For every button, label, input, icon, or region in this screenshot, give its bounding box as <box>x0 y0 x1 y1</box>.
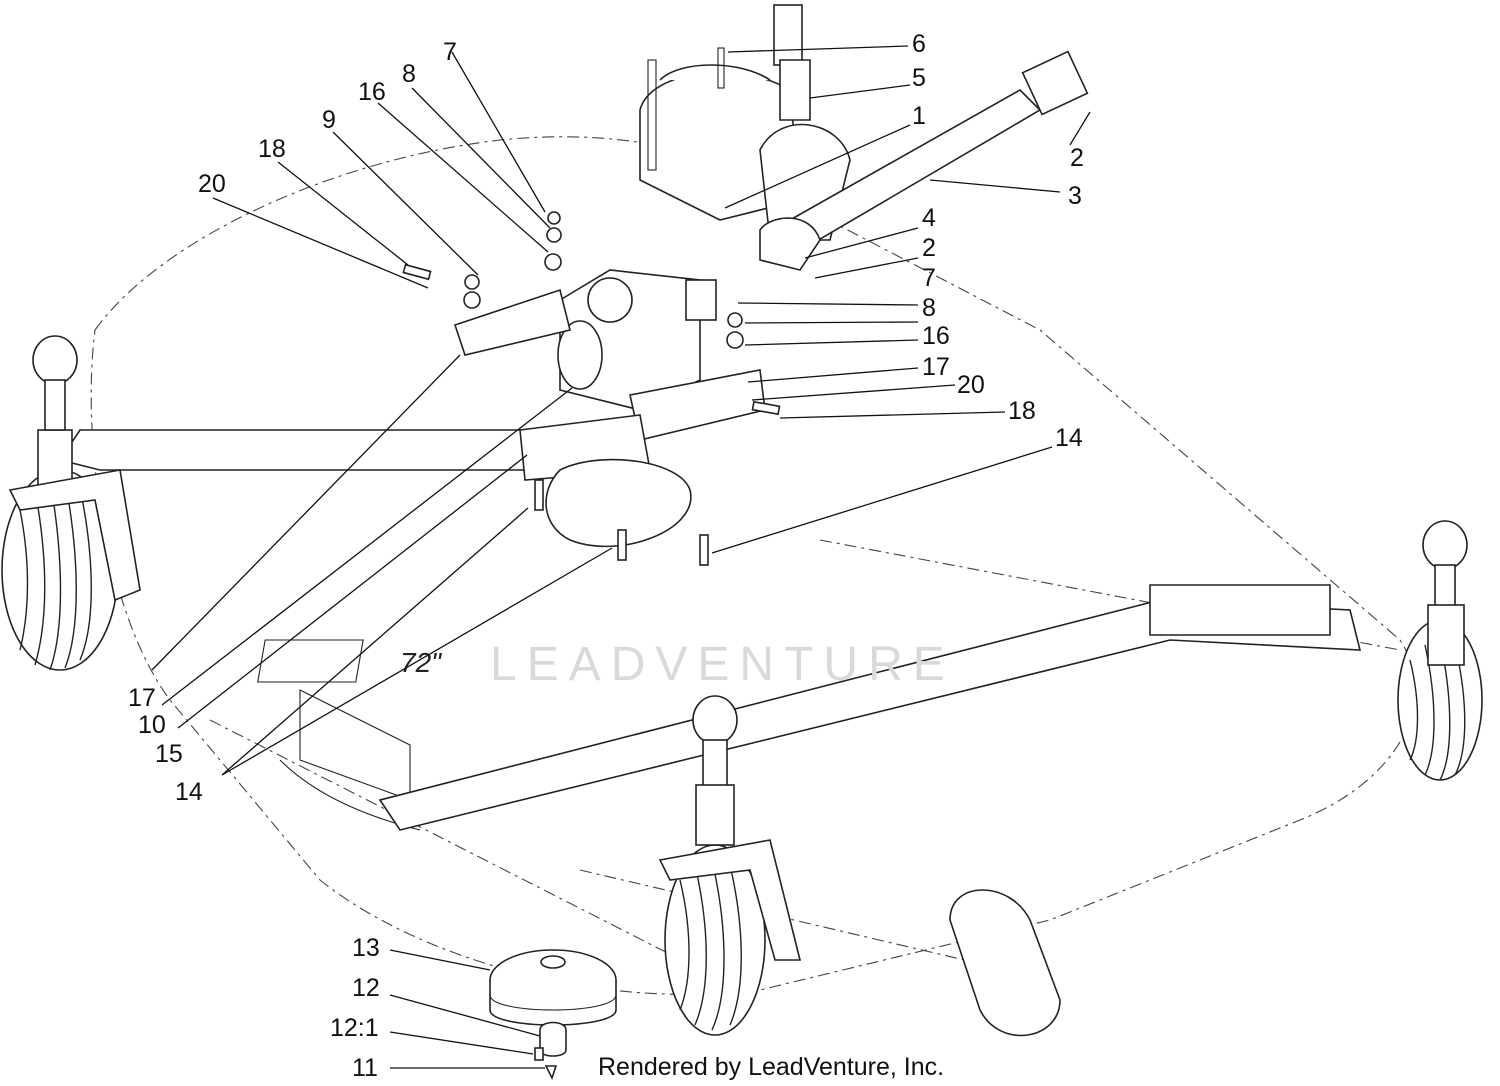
callout-15: 15 <box>155 740 183 768</box>
callout-12-1: 12:1 <box>330 1014 379 1042</box>
watermark-text: LEADVENTURE <box>490 638 955 691</box>
callout-7: 7 <box>443 38 457 66</box>
rear-roller <box>949 889 1061 1037</box>
hardware <box>402 47 781 566</box>
driveshaft <box>759 4 1089 271</box>
callout-4: 4 <box>922 204 936 232</box>
caster-wheel-right <box>1397 520 1483 781</box>
callout-17: 17 <box>922 353 950 381</box>
callout-11: 11 <box>352 1054 378 1082</box>
callout-14: 14 <box>1055 424 1083 452</box>
callout-17: 17 <box>128 684 156 712</box>
gearbox-assembly <box>453 269 766 548</box>
callout-2: 2 <box>1070 144 1084 172</box>
callout-labels: 1 2 3 4 2 5 6 7 8 16 9 18 20 7 8 16 17 2… <box>128 30 1084 1082</box>
callout-1: 1 <box>912 102 926 130</box>
pulley-assembly <box>489 949 617 1081</box>
callout-16: 16 <box>358 78 386 106</box>
callout-18: 18 <box>1008 397 1036 425</box>
leader-lines <box>151 45 1091 1069</box>
callout-7: 7 <box>922 264 936 292</box>
caster-wheel-left <box>1 335 141 671</box>
callout-16: 16 <box>922 322 950 350</box>
callout-9: 9 <box>322 106 336 134</box>
callout-5: 5 <box>912 64 926 92</box>
callout-13: 13 <box>352 934 380 962</box>
callout-10: 10 <box>138 711 166 739</box>
callout-20: 20 <box>198 170 226 198</box>
callout-3: 3 <box>1068 182 1082 210</box>
credit-text: Rendered by LeadVenture, Inc. <box>598 1053 944 1081</box>
callout-2: 2 <box>922 234 936 262</box>
deck-decal-text: 72" <box>400 647 442 678</box>
caster-wheel-front <box>658 695 802 1036</box>
callout-20: 20 <box>957 371 985 399</box>
callout-8: 8 <box>922 294 936 322</box>
deck-size-decal: 72" <box>257 639 442 683</box>
callout-14: 14 <box>175 778 203 806</box>
callout-12: 12 <box>352 974 380 1002</box>
callout-18: 18 <box>258 135 286 163</box>
callout-8: 8 <box>402 60 416 88</box>
callout-6: 6 <box>912 30 926 58</box>
